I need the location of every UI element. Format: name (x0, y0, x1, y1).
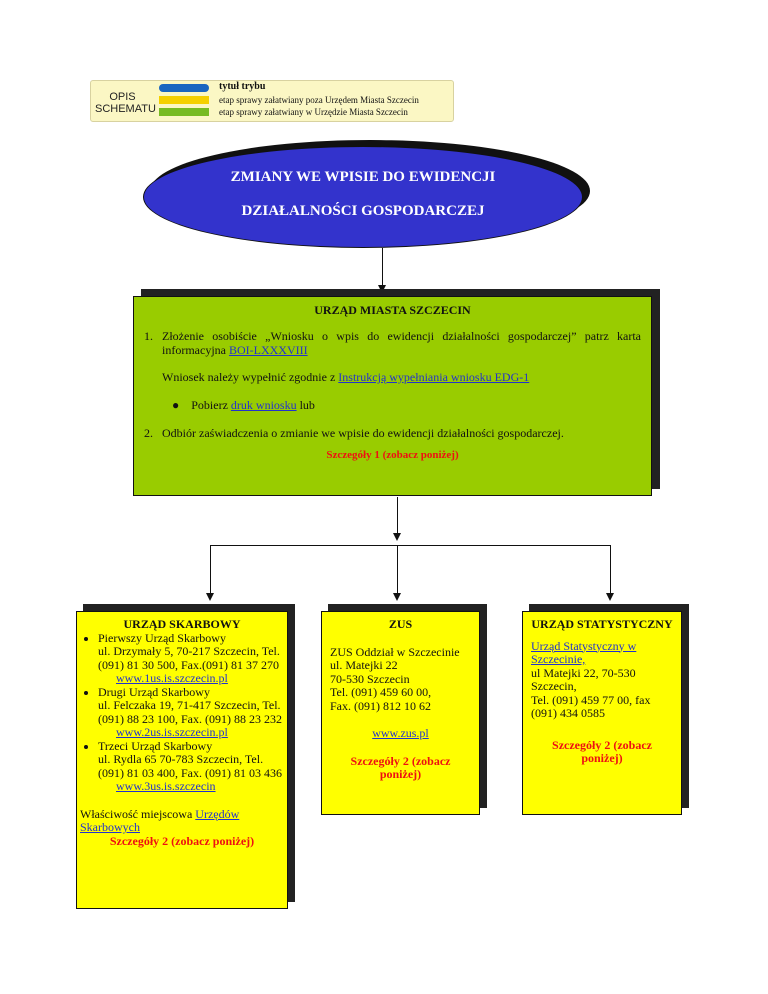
legend-title: OPIS SCHEMATU (95, 91, 156, 115)
arrow-down-icon (393, 593, 401, 601)
stat-address: ul Matejki 22, 70-530 Szczecin, Tel. (09… (531, 665, 651, 720)
details-link[interactable]: Szczegóły 2 (zobacz poniżej) (109, 833, 255, 848)
box-title: URZĄD SKARBOWY (123, 617, 241, 631)
legend-swatch-yellow (159, 96, 209, 104)
legend-item: tytuł trybu (219, 81, 266, 92)
details-link[interactable]: Szczegóły 1 (zobacz poniżej) (326, 449, 459, 461)
legend-swatch-blue (159, 84, 209, 92)
legend-swatch-green (159, 108, 209, 116)
zus-link[interactable]: www.zus.pl (372, 726, 429, 740)
title-line: ZMIANY WE WPISIE DO EWIDENCJI (230, 169, 496, 185)
box-title: URZĄD MIASTA SZCZECIN (314, 303, 471, 317)
zus-box: ZUS ZUS Oddział w Szczecinie ul. Matejki… (321, 611, 480, 815)
office-item: Drugi Urząd Skarbowy ul. Felczaka 19, 71… (98, 684, 284, 740)
instruction-text: Wniosek należy wypełnić zgodnie z (162, 370, 336, 384)
legend: OPIS SCHEMATU tytuł trybu etap sprawy za… (90, 80, 454, 122)
arrow-down-icon (393, 533, 401, 541)
text: Właściwość miejscowa (80, 806, 193, 821)
zus-address: ZUS Oddział w Szczecinie ul. Matejki 22 … (330, 644, 460, 713)
urzedow-skarbowych-link[interactable]: Urzędów Skarbowych (80, 806, 240, 834)
connector (210, 545, 611, 546)
step-text: Złożenie osobiście „Wniosku o wpis do ew… (162, 329, 641, 357)
urzad-statystyczny-link[interactable]: Urząd Statystyczny w Szczecinie, (531, 638, 637, 666)
urzad-skarbowy-box: URZĄD SKARBOWY Pierwszy Urząd Skarbowy u… (76, 611, 288, 909)
title-line: DZIAŁALNOŚCI GOSPODARCZEJ (241, 203, 485, 219)
connector (210, 545, 211, 595)
legend-item: etap sprawy załatwiany poza Urzędem Mias… (219, 95, 419, 105)
legend-item: etap sprawy załatwiany w Urzędzie Miasta… (219, 107, 408, 117)
office-text: Pierwszy Urząd Skarbowy ul. Drzymały 5, … (98, 630, 280, 672)
bullet-icon: ● (172, 398, 180, 412)
box-title: URZĄD STATYSTYCZNY (531, 617, 673, 631)
urzad-miasta-box: URZĄD MIASTA SZCZECIN 1.Złożenie osobiśc… (133, 296, 652, 496)
office-link[interactable]: www.2us.is.szczecin.pl (116, 725, 228, 739)
arrow-down-icon (606, 593, 614, 601)
connector (382, 248, 383, 290)
connector (397, 497, 398, 537)
druk-wniosku-link[interactable]: druk wniosku (230, 398, 297, 412)
instruction-link[interactable]: Instrukcją wypełniania wniosku EDG-1 (338, 370, 530, 384)
boi-link[interactable]: BOI-LXXXVIII (228, 343, 308, 357)
details-link[interactable]: Szczegóły 2 (zobacz poniżej) (552, 737, 652, 765)
details-link[interactable]: Szczegóły 2 (zobacz poniżej) (350, 753, 451, 781)
step-text: Odbiór zaświadczenia o zmianie we wpisie… (162, 426, 564, 440)
office-item: Pierwszy Urząd Skarbowy ul. Drzymały 5, … (98, 630, 284, 686)
text: Pobierz (191, 398, 228, 412)
arrow-down-icon (206, 593, 214, 601)
connector (397, 545, 398, 595)
box-title: ZUS (388, 617, 413, 631)
office-text: Drugi Urząd Skarbowy ul. Felczaka 19, 71… (98, 684, 282, 726)
connector (610, 545, 611, 595)
office-text: Trzeci Urząd Skarbowy ul. Rydla 65 70-78… (98, 738, 282, 780)
office-item: Trzeci Urząd Skarbowy ul. Rydla 65 70-78… (98, 738, 284, 794)
text: lub (299, 398, 315, 412)
office-link[interactable]: www.3us.is.szczecin (116, 779, 216, 793)
urzad-statystyczny-box: URZĄD STATYSTYCZNY Urząd Statystyczny w … (522, 611, 682, 815)
title-ellipse: ZMIANY WE WPISIE DO EWIDENCJI DZIAŁALNOŚ… (143, 146, 583, 248)
office-link[interactable]: www.1us.is.szczecin.pl (116, 671, 228, 685)
